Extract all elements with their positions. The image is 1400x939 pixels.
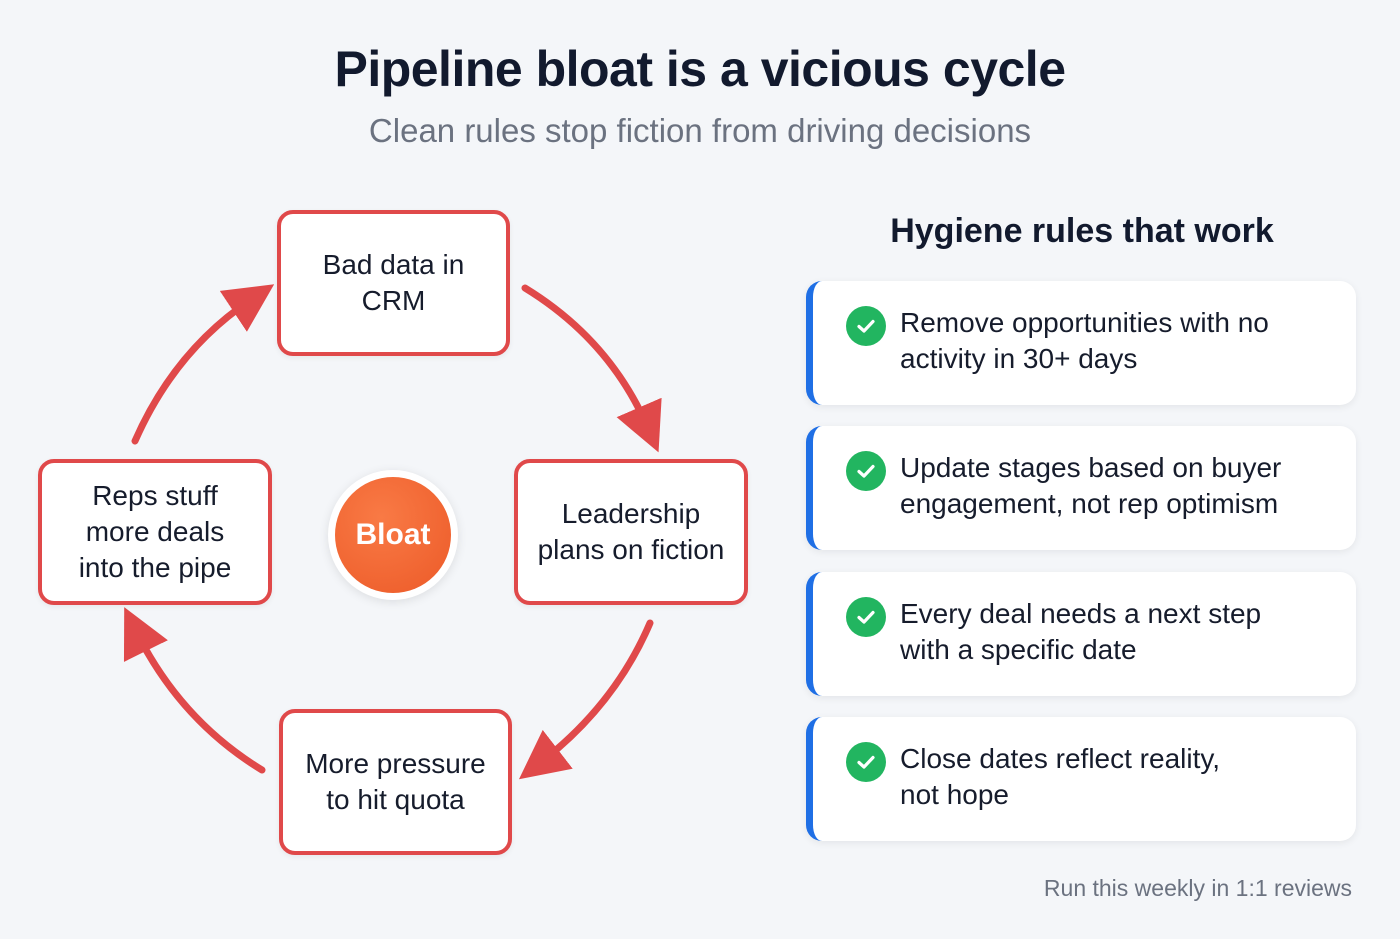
rule-text: Remove opportunities with no activity in… <box>900 305 1340 377</box>
rules-heading: Hygiene rules that work <box>890 212 1274 250</box>
rule-card: Remove opportunities with no activity in… <box>806 281 1356 405</box>
cycle-arrows <box>123 284 662 780</box>
arrow-right-to-bottom <box>518 619 654 780</box>
node-line: into the pipe <box>78 552 232 583</box>
node-line: more deals <box>85 516 225 547</box>
page-title: Pipeline bloat is a vicious cycle <box>334 41 1066 97</box>
rule-line: with a specific date <box>900 634 1137 665</box>
rule-line: Close dates reflect reality, <box>900 743 1221 774</box>
cycle-node-leadership-plans: Leadership plans on fiction <box>514 459 748 605</box>
footnote: Run this weekly in 1:1 reviews <box>1043 875 1352 901</box>
rule-text: Update stages based on buyer engagement,… <box>900 450 1340 522</box>
rule-line: not hope <box>900 779 1009 810</box>
cycle-node-more-pressure: More pressure to hit quota <box>279 709 512 855</box>
node-line: plans on fiction <box>537 534 725 565</box>
check-circle-icon <box>846 597 886 637</box>
arrow-top-to-right <box>521 284 662 453</box>
center-hub-label: Bloat <box>355 518 431 551</box>
cycle-node-reps-stuff-deals: Reps stuff more deals into the pipe <box>38 459 272 605</box>
rule-text: Close dates reflect reality, not hope <box>900 741 1340 813</box>
rule-line: Update stages based on buyer <box>900 452 1282 483</box>
rule-line: activity in 30+ days <box>900 343 1138 374</box>
node-line: CRM <box>361 285 426 316</box>
arrow-left-to-top <box>131 284 275 445</box>
node-line: More pressure <box>305 748 486 779</box>
rule-line: Remove opportunities with no <box>900 307 1269 338</box>
node-line: Reps stuff <box>92 480 218 511</box>
check-circle-icon <box>846 742 886 782</box>
rule-card: Close dates reflect reality, not hope <box>806 717 1356 841</box>
node-line: to hit quota <box>326 784 465 815</box>
rule-text: Every deal needs a next step with a spec… <box>900 596 1340 668</box>
center-hub-bloat: Bloat <box>335 477 451 593</box>
node-line: Bad data in <box>322 249 465 280</box>
node-line: Leadership <box>561 498 701 529</box>
cycle-node-bad-data: Bad data in CRM <box>277 210 510 356</box>
arrow-bottom-to-left <box>123 607 266 774</box>
rule-line: Every deal needs a next step <box>900 598 1262 629</box>
rule-card: Every deal needs a next step with a spec… <box>806 572 1356 696</box>
page-subtitle: Clean rules stop fiction from driving de… <box>368 112 1032 149</box>
check-circle-icon <box>846 306 886 346</box>
check-circle-icon <box>846 451 886 491</box>
rule-card: Update stages based on buyer engagement,… <box>806 426 1356 550</box>
rule-line: engagement, not rep optimism <box>900 488 1279 519</box>
